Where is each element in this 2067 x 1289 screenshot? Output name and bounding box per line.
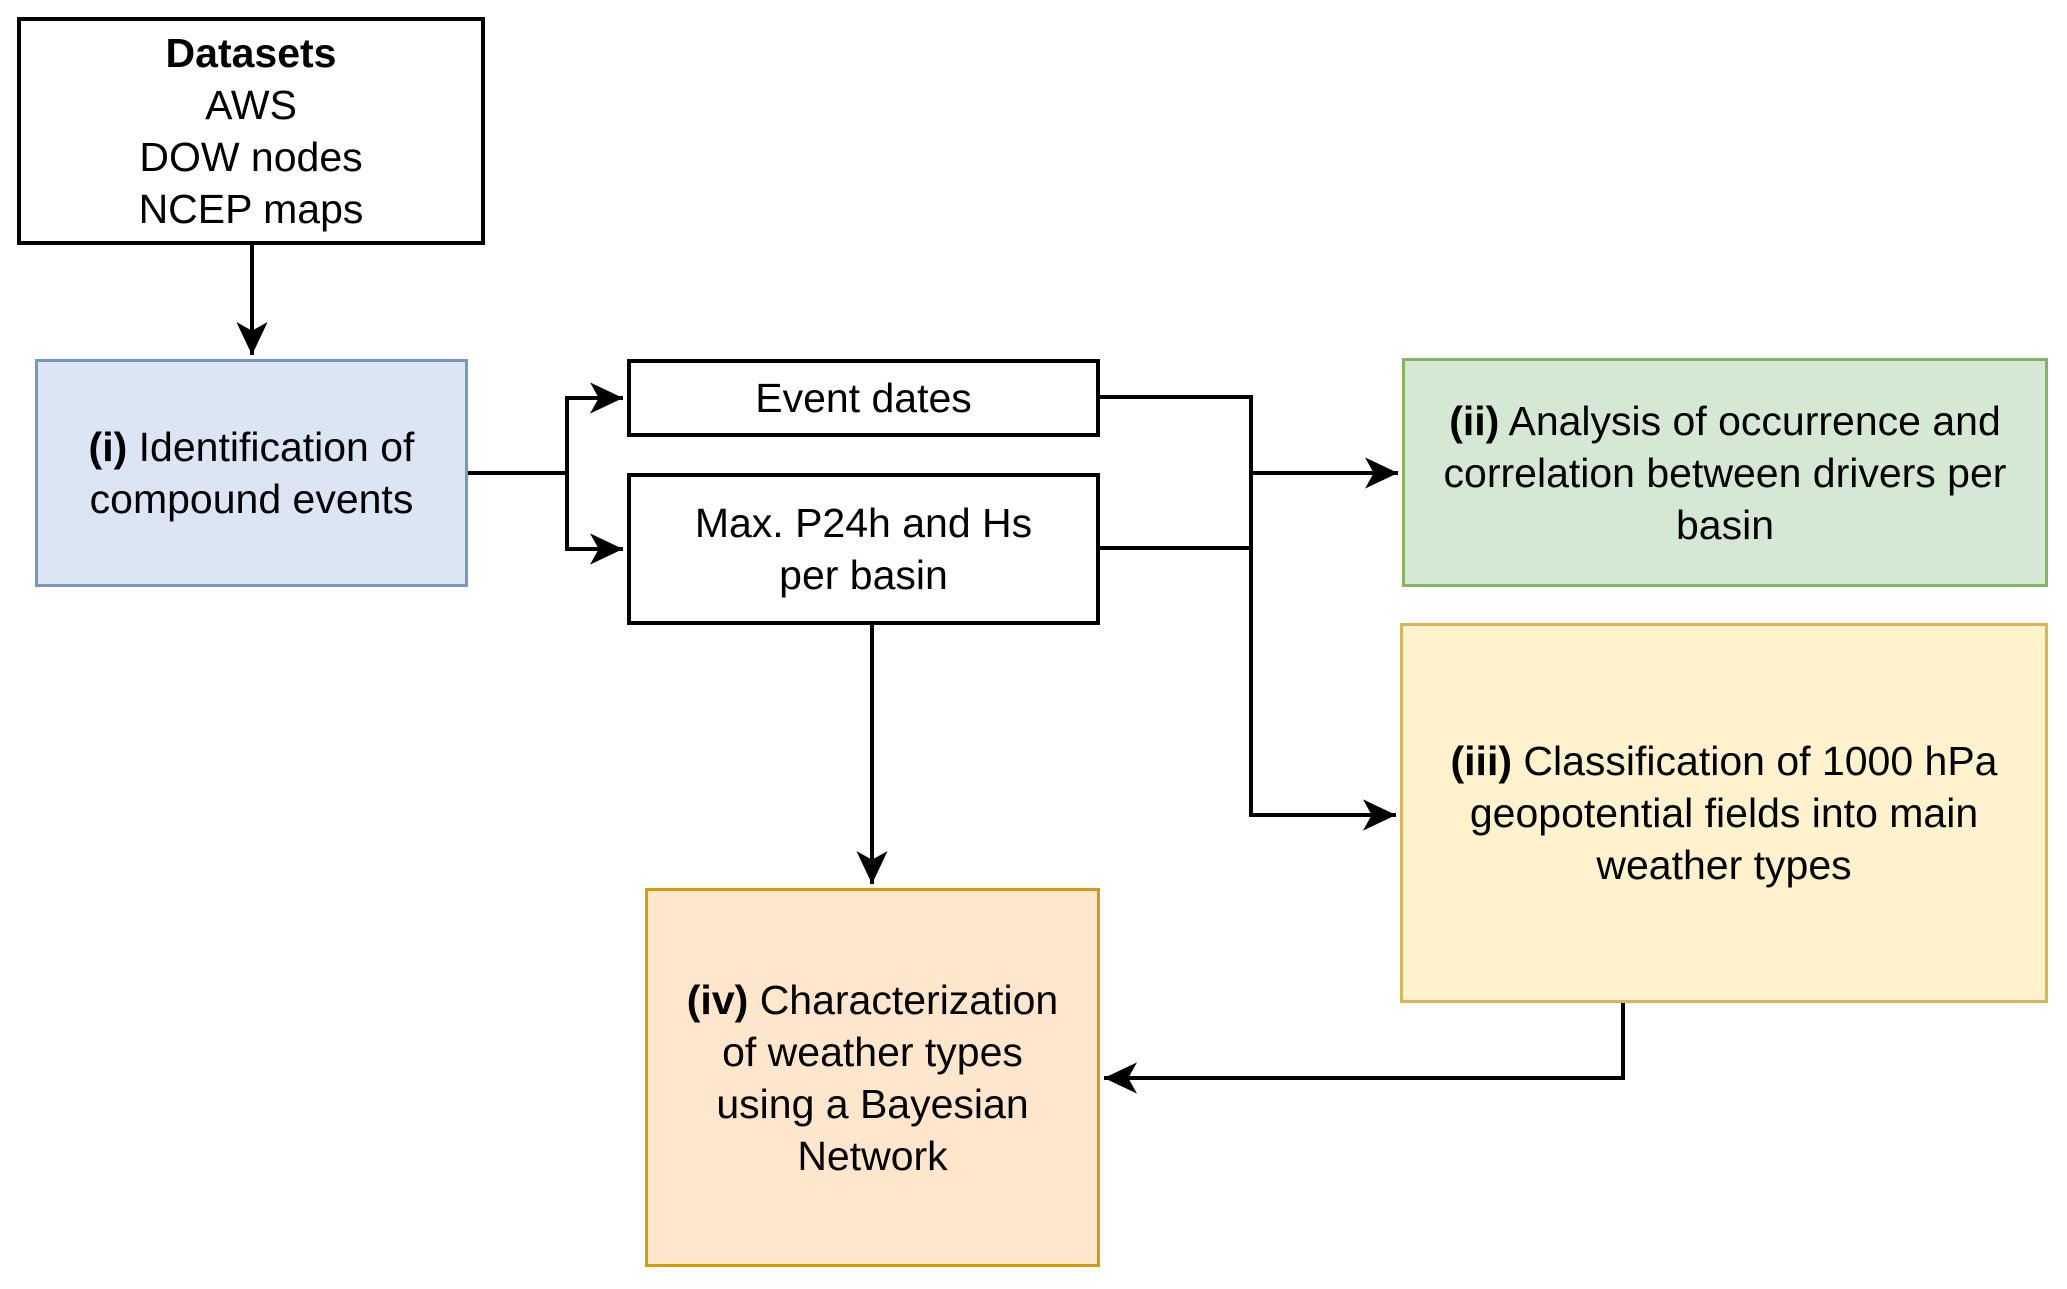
step-iv-line-4: Network <box>797 1132 948 1179</box>
node-max-p24h-hs: Max. P24h and Hs per basin <box>627 473 1100 625</box>
step-ii-prefix: (ii) <box>1449 397 1500 444</box>
node-step-iii-classification: (iii) Classification of 1000 hPa geopote… <box>1400 623 2048 1003</box>
datasets-item-dow-nodes: DOW nodes <box>139 134 363 180</box>
node-step-i-identification: (i) Identification of compound events <box>35 359 468 587</box>
event-dates-label: Event dates <box>755 375 972 421</box>
step-iv-line-2: of weather types <box>722 1028 1023 1075</box>
step-i-line-2: compound events <box>89 476 414 522</box>
datasets-title: Datasets <box>165 30 337 76</box>
max-p24h-line-1: Max. P24h and Hs <box>694 500 1033 546</box>
arrow-step-iii-to-step-iv <box>1104 1003 1625 1094</box>
step-iii-line-1: Classification of 1000 hPa <box>1523 738 1998 784</box>
step-iv-prefix: (iv) <box>686 976 749 1023</box>
datasets-item-ncep-maps: NCEP maps <box>138 186 364 232</box>
step-ii-line-1: Analysis of occurrence and <box>1508 397 2001 444</box>
datasets-item-aws: AWS <box>205 82 297 128</box>
node-step-ii-analysis: (ii) Analysis of occurrence and correlat… <box>1402 358 2048 587</box>
step-ii-line-3: basin <box>1675 501 1774 548</box>
max-p24h-line-2: per basin <box>779 552 948 598</box>
step-iv-line-3: using a Bayesian <box>716 1080 1029 1127</box>
step-iii-prefix: (iii) <box>1450 738 1512 784</box>
step-i-prefix: (i) <box>88 424 128 470</box>
step-iii-line-3: weather types <box>1596 842 1852 888</box>
step-ii-line-2: correlation between drivers per <box>1443 449 2007 496</box>
node-event-dates: Event dates <box>627 359 1100 437</box>
node-step-iv-characterization: (iv) Characterization of weather types u… <box>645 888 1100 1267</box>
step-iii-line-2: geopotential fields into main <box>1469 790 1979 836</box>
node-datasets: Datasets AWS DOW nodes NCEP maps <box>17 17 485 245</box>
step-iv-line-1: Characterization <box>759 976 1059 1023</box>
step-i-line-1: Identification of <box>138 424 415 470</box>
